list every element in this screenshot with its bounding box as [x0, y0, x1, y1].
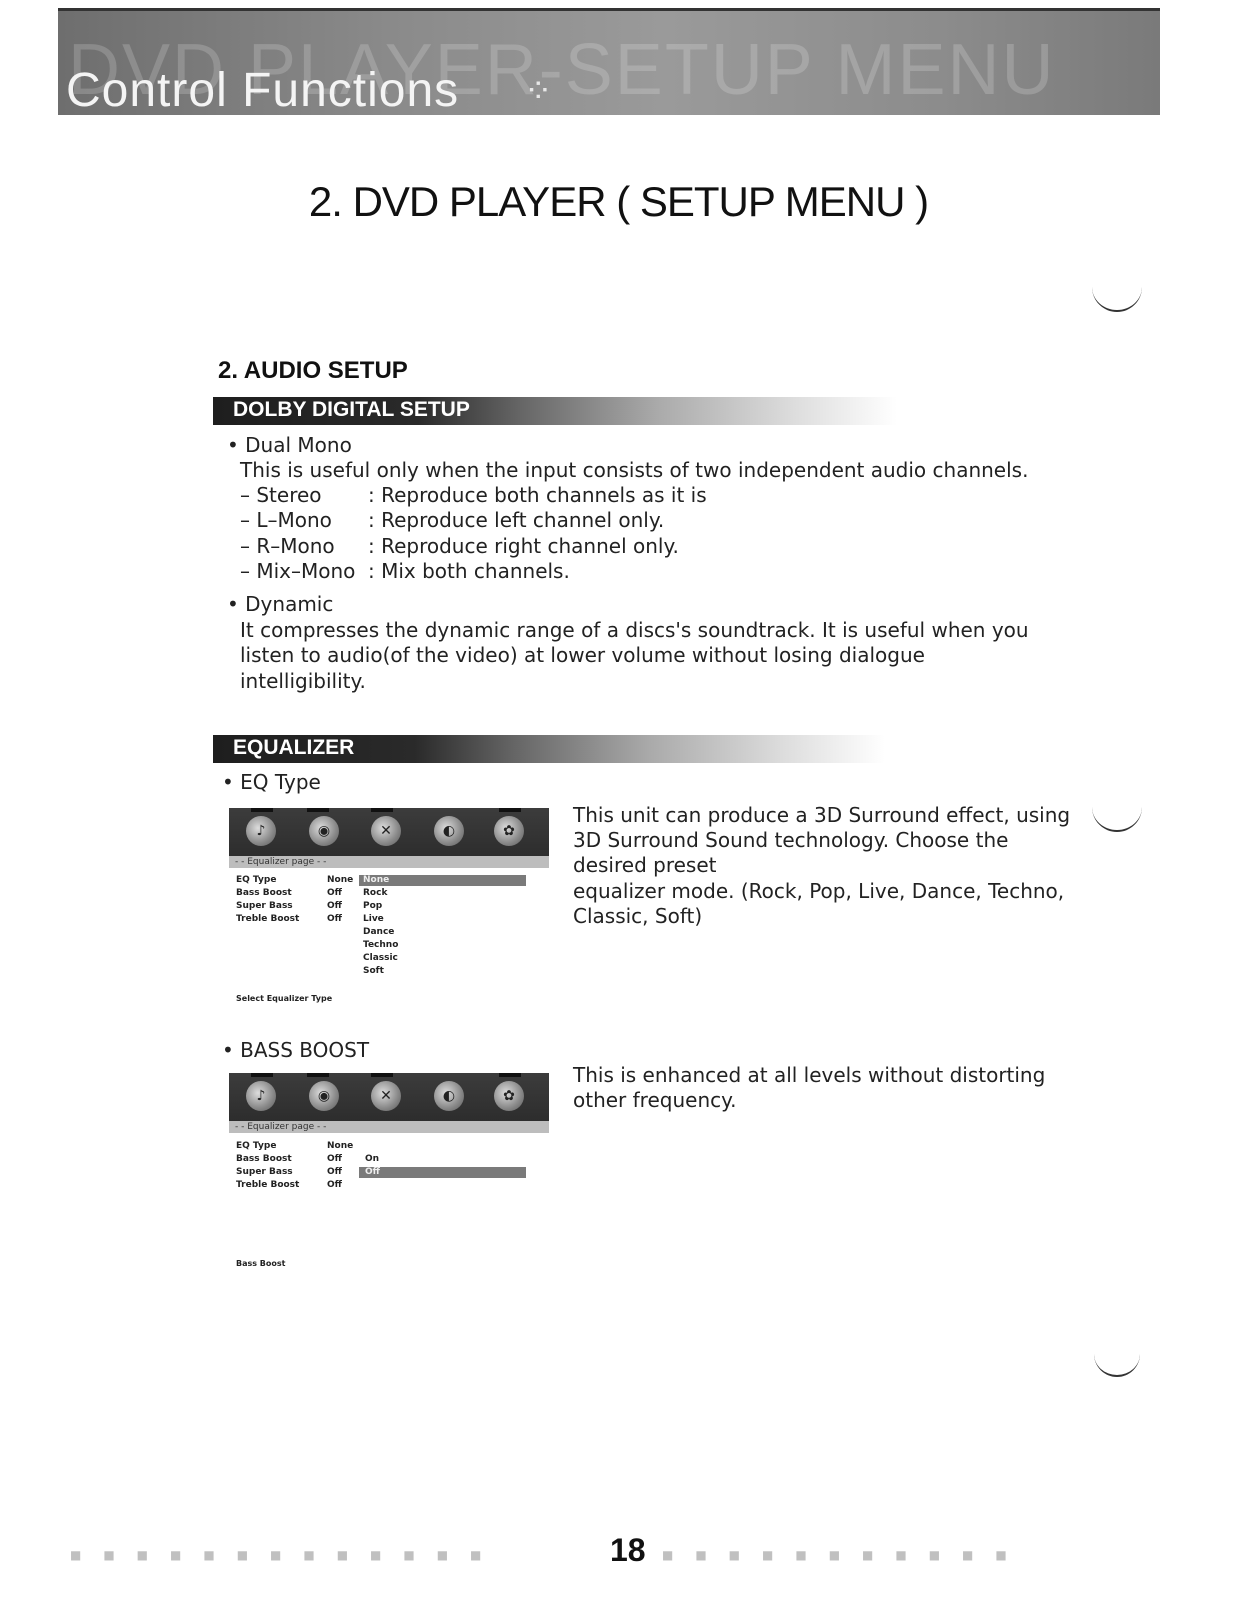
option-name: – L–Mono	[240, 508, 332, 532]
row-value: Off	[327, 1167, 342, 1177]
row-value: Off	[327, 901, 342, 911]
row-label: Treble Boost	[236, 914, 300, 924]
equalizer-page-label: - - Equalizer page - -	[229, 1121, 549, 1133]
footer-dots-right: ■■■■■■■■■■■	[662, 1548, 1029, 1562]
row-value: None	[327, 1141, 354, 1151]
row-value: None	[327, 875, 354, 885]
preference-icon: ◐	[434, 816, 464, 846]
dolby-section-bar: DOLBY DIGITAL SETUP	[213, 397, 897, 425]
bass-boost-desc-line: other frequency.	[573, 1088, 737, 1112]
row-value: Off	[327, 1154, 342, 1164]
option-item: Pop	[363, 901, 383, 911]
dolby-bar-label: DOLBY DIGITAL SETUP	[233, 398, 470, 421]
option-desc: : Reproduce left channel only.	[368, 508, 665, 532]
menu-icon-bar: ♪ ◉ ✕ ◐ ✿	[229, 808, 549, 856]
selection-highlight	[359, 875, 526, 886]
video-setup-icon: ✕	[371, 1081, 401, 1111]
option-name: – R–Mono	[240, 534, 335, 558]
page-title: 2. DVD PLAYER ( SETUP MENU )	[308, 178, 929, 225]
preference-icon: ◐	[434, 1081, 464, 1111]
row-label: EQ Type	[236, 1141, 277, 1151]
eq-type-desc-line: desired preset	[573, 853, 717, 877]
row-value: Off	[327, 1180, 342, 1190]
option-item: None	[363, 875, 390, 885]
eq-type-desc-line: Classic, Soft)	[573, 904, 703, 928]
row-label: Treble Boost	[236, 1180, 300, 1190]
option-desc: : Mix both channels.	[368, 559, 570, 583]
dynamic-label: • Dynamic	[227, 592, 334, 616]
option-item: Off	[365, 1167, 380, 1177]
row-label: Bass Boost	[236, 888, 292, 898]
option-desc: : Reproduce both channels as it is	[368, 483, 707, 507]
dynamic-desc-line: It compresses the dynamic range of a dis…	[240, 618, 1029, 642]
video-setup-icon: ✕	[371, 816, 401, 846]
equalizer-bar-label: EQUALIZER	[233, 736, 355, 759]
option-item: Live	[363, 914, 384, 924]
audio-setup-icon: ◉	[309, 816, 339, 846]
screen-caption: Select Equalizer Type	[236, 994, 333, 1003]
option-name: – Stereo	[240, 483, 322, 507]
bass-boost-screenshot: ♪ ◉ ✕ ◐ ✿ - - Equalizer page - - EQ Type…	[229, 1073, 549, 1273]
page-curl-mark	[1092, 790, 1142, 832]
eq-type-screenshot: ♪ ◉ ✕ ◐ ✿ - - Equalizer page - - EQ Type…	[229, 808, 549, 1008]
page-number: 18	[610, 1532, 646, 1568]
option-item: On	[365, 1154, 380, 1164]
dots-ornament-icon: ⁘	[524, 71, 553, 111]
option-item: Rock	[363, 888, 388, 898]
dual-mono-desc: This is useful only when the input consi…	[240, 458, 1029, 482]
eq-type-desc-line: This unit can produce a 3D Surround effe…	[573, 803, 1071, 827]
bass-boost-label: • BASS BOOST	[222, 1038, 370, 1062]
selection-highlight	[359, 1167, 526, 1178]
audio-setup-icon: ◉	[309, 1081, 339, 1111]
header-banner: DVD PLAYER-SETUP MENU Control Functions …	[58, 8, 1160, 115]
eq-type-desc-line: 3D Surround Sound technology. Choose the	[573, 828, 1009, 852]
screen-caption: Bass Boost	[236, 1259, 286, 1268]
row-label: Bass Boost	[236, 1154, 292, 1164]
option-item: Techno	[363, 940, 399, 950]
dynamic-desc-line: listen to audio(of the video) at lower v…	[240, 643, 925, 667]
bass-boost-desc-line: This is enhanced at all levels without d…	[573, 1063, 1046, 1087]
row-label: Super Bass	[236, 901, 293, 911]
equalizer-section-bar: EQUALIZER	[213, 735, 885, 763]
general-setup-icon: ♪	[246, 1081, 276, 1111]
equalizer-page-label: - - Equalizer page - -	[229, 856, 549, 868]
dual-mono-label: • Dual Mono	[227, 433, 352, 457]
row-value: Off	[327, 888, 342, 898]
header-watermark: DVD PLAYER-SETUP MENU	[68, 30, 1056, 110]
row-label: Super Bass	[236, 1167, 293, 1177]
menu-icon-bar: ♪ ◉ ✕ ◐ ✿	[229, 1073, 549, 1121]
password-icon: ✿	[494, 1081, 524, 1111]
section-heading: 2. AUDIO SETUP	[218, 357, 408, 384]
option-name: – Mix–Mono	[240, 559, 356, 583]
page-curl-mark	[1092, 270, 1142, 312]
eq-type-desc-line: equalizer mode. (Rock, Pop, Live, Dance,…	[573, 879, 1065, 903]
dynamic-desc-line: intelligibility.	[240, 669, 366, 693]
page-curl-mark	[1094, 1335, 1140, 1377]
general-setup-icon: ♪	[246, 816, 276, 846]
option-item: Soft	[363, 966, 384, 976]
option-item: Dance	[363, 927, 395, 937]
password-icon: ✿	[494, 816, 524, 846]
eq-type-label: • EQ Type	[222, 770, 321, 794]
option-desc: : Reproduce right channel only.	[368, 534, 679, 558]
header-title: Control Functions	[66, 64, 460, 115]
footer-dots-left: ■■■■■■■■■■■■■	[70, 1548, 504, 1562]
row-value: Off	[327, 914, 342, 924]
option-item: Classic	[363, 953, 398, 963]
row-label: EQ Type	[236, 875, 277, 885]
